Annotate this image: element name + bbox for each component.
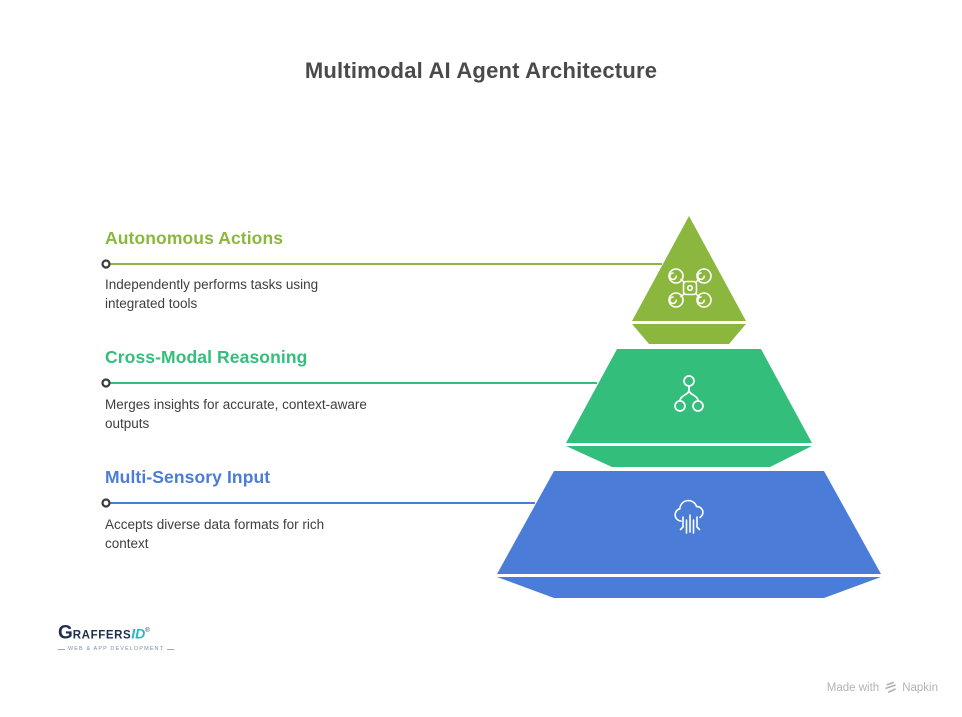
logo-tagline-row: WEB & APP DEVELOPMENT (58, 646, 175, 653)
pyramid-tier-autonomous-actions (101, 216, 746, 344)
tier-heading-multi-sensory-input: Multi-Sensory Input (105, 467, 271, 487)
tagline-dash-left (58, 648, 65, 650)
made-with-napkin-badge[interactable]: Made with Napkin (827, 681, 938, 694)
tier-description-autonomous-actions: Independently performs tasks using integ… (105, 277, 319, 311)
cloud-data-icon (674, 499, 704, 534)
registered-mark: ® (145, 628, 150, 634)
drone-icon (668, 268, 712, 308)
logo-tagline: WEB & APP DEVELOPMENT (68, 646, 165, 653)
tier-description-multi-sensory-input: Accepts diverse data formats for rich co… (105, 517, 325, 551)
tier-heading-cross-modal-reasoning: Cross-Modal Reasoning (105, 347, 308, 367)
logo-initial: G (58, 622, 73, 644)
tier-base-middle (566, 446, 812, 467)
tier-base-bottom (497, 577, 881, 598)
tier-heading-autonomous-actions: Autonomous Actions (105, 228, 284, 248)
tier-base-top (632, 324, 746, 344)
tier-shape-top (632, 216, 746, 321)
tier-description-cross-modal-reasoning: Merges insights for accurate, context-aw… (105, 397, 367, 431)
connector-dot-2 (101, 378, 111, 388)
logo-name-rest: RAFFERS (72, 629, 132, 642)
page-title: Multimodal AI Agent Architecture (304, 58, 658, 83)
graffersid-logo-text: GRAFFERSID® (58, 621, 162, 645)
made-with-label: Made with (826, 681, 880, 694)
pyramid-tier-cross-modal-reasoning (101, 349, 812, 467)
tier-shape-bottom (497, 471, 881, 574)
napkin-brand-label: Napkin (902, 681, 938, 694)
tagline-dash-right (167, 648, 175, 650)
napkin-logo-icon (885, 681, 897, 693)
logo-suffix: ID (131, 625, 146, 642)
connector-dot-1 (101, 259, 111, 269)
tier-shape-middle (566, 349, 812, 443)
connector-dot-3 (101, 498, 111, 508)
pyramid-tier-multi-sensory-input (101, 471, 881, 598)
graffersid-logo: GRAFFERSID® WEB & APP DEVELOPMENT (58, 621, 175, 653)
hierarchy-icon (674, 375, 704, 412)
